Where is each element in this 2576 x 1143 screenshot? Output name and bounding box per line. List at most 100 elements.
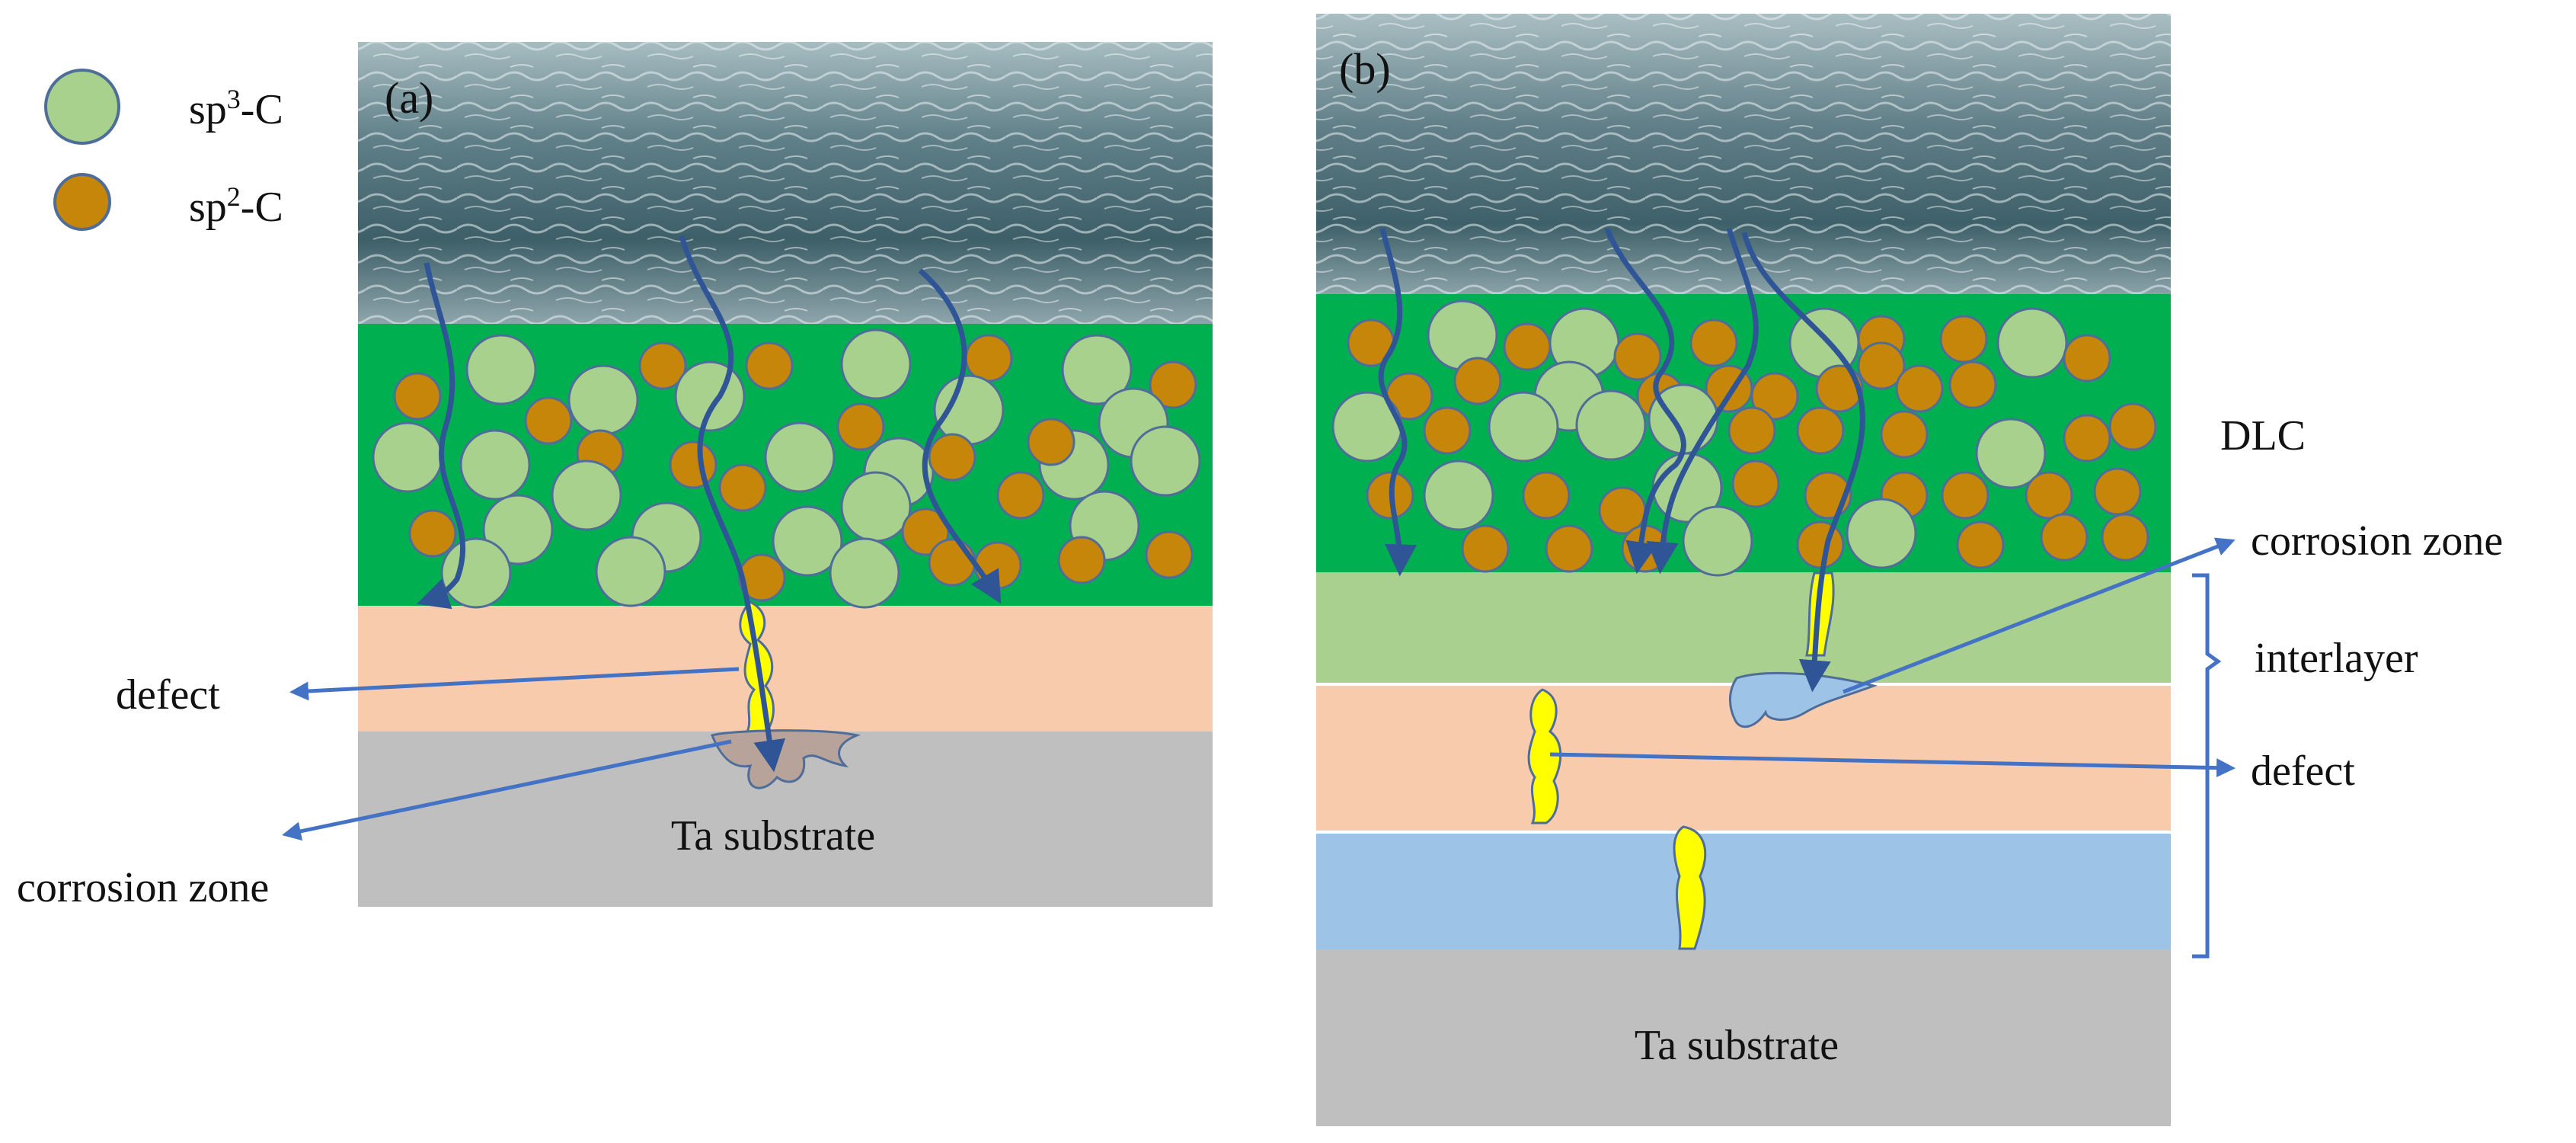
panel-a-corrosion-label: corrosion zone	[17, 864, 269, 911]
panel-a-sp3-particle	[372, 421, 443, 493]
panel-a-sp2-particle	[524, 396, 573, 445]
panel-b-sp2-particle	[1522, 471, 1571, 520]
panel-a-sp3-particle	[440, 537, 512, 609]
panel-a-sp2-particle	[737, 553, 786, 602]
panel-a-sp3-particle	[933, 374, 1005, 446]
panel-a-sp2-particle	[1149, 360, 1197, 409]
legend-sp3-marker	[44, 69, 120, 145]
panel-b-sp3-particle	[1682, 505, 1753, 577]
panel-b-sp2-particle	[1880, 410, 1929, 459]
panel-a-sp2-particle	[1027, 418, 1075, 466]
panel-a-substrate-label: Ta substrate	[671, 812, 875, 860]
panel-a-sp3-particle	[465, 334, 537, 405]
panel-a-sp2-particle	[973, 541, 1022, 590]
panel-a-sp3-particle	[459, 429, 531, 501]
panel-a-sp2-particle	[928, 538, 976, 587]
panel-a-penetration-arrow-3	[918, 268, 1002, 604]
panel-a-sp2-particle	[996, 471, 1045, 520]
panel-b-sp2-particle	[2025, 471, 2073, 520]
panel-a-sp3-particle	[1061, 334, 1133, 405]
panel-a-seawater-foam	[358, 42, 1213, 324]
panel-b-sp2-particle	[2108, 402, 2157, 451]
panel-a-sp3-particle	[482, 494, 554, 565]
panel-b-sp3-particle	[1575, 389, 1647, 461]
panel-b-interlayer-blue	[1316, 834, 2171, 949]
panel-a-sp2-particle	[1145, 530, 1194, 579]
panel-b-sp2-particle	[1750, 372, 1799, 421]
panel-a-sp3-particle	[1130, 425, 1201, 497]
legend-sp3-label: sp3-C	[189, 84, 283, 133]
panel-b-sp2-particle	[1689, 319, 1738, 367]
panel-a-sp2-particle	[408, 509, 457, 558]
panel-b-sp2-particle	[1461, 524, 1510, 573]
panel-a-sp3-particle	[764, 421, 836, 493]
panel-a-sp2-particle	[393, 372, 442, 421]
panel-b-sp2-particle	[1613, 332, 1662, 381]
panel-a-defect-leader	[289, 667, 740, 701]
panel-b-substrate-label: Ta substrate	[1635, 1022, 1839, 1069]
panel-b-interlayer-bracket	[2192, 573, 2222, 959]
panel-b-sp2-particle	[1857, 341, 1906, 390]
panel-b-penetration-arrow-4	[1741, 232, 1865, 693]
panel-b-sp2-particle	[1815, 364, 1864, 413]
panel-b-sp2-particle	[1503, 322, 1552, 371]
panel-a-sp3-particle	[829, 537, 900, 609]
panel-a-defect-layer	[358, 606, 1213, 732]
panel-b-substrate	[1316, 949, 2171, 1126]
panel-a-corrosion-leader	[282, 739, 732, 841]
panel-a-sp2-particle	[745, 341, 794, 390]
panel-b-sp2-particle	[1731, 459, 1780, 508]
panel-a-label: (a)	[385, 73, 433, 123]
panel-b-penetration-arrow-1	[1378, 228, 1417, 577]
panel-b-sp2-particle	[1545, 524, 1593, 573]
panel-a-sp3-particle	[772, 505, 843, 577]
panel-b-interlayer-green	[1316, 572, 2171, 683]
panel-a-sp2-particle	[836, 402, 885, 451]
panel-b-defect-blue	[1673, 825, 1707, 950]
panel-b-sp2-particle	[1796, 406, 1845, 455]
panel-b-penetration-arrow-2	[1604, 227, 1686, 575]
panel-a-sp2-particle	[964, 334, 1013, 383]
panel-b-sp2-particle	[2093, 467, 2142, 516]
panel-b-sp2-particle	[2040, 513, 2089, 562]
panel-a-sp2-particle	[901, 507, 950, 556]
panel-b-dlc-label: DLC	[2220, 412, 2306, 459]
panel-b-sp2-particle	[1453, 357, 1502, 405]
panel-b-interlayer-label: interlayer	[2255, 635, 2418, 682]
panel-b: (b) DLC corrosion zone interlayer defect…	[1316, 14, 2503, 1126]
panel-b-sp3-particle	[1423, 459, 1494, 531]
panel-a-sp3-particle	[840, 471, 912, 543]
panel-b-sp2-particle	[2063, 334, 2111, 383]
panel-a-sp3-particle	[840, 328, 912, 400]
legend-sp2-marker	[53, 173, 111, 231]
panel-b-sp2-particle	[2063, 414, 2111, 463]
panel-b-sp2-particle	[1727, 406, 1776, 455]
legend: sp3-C sp2-C	[44, 69, 283, 231]
panel-b-defect-leader	[1549, 752, 2236, 778]
legend-sp2-label: sp2-C	[189, 181, 283, 231]
panel-a-penetration-arrow-1	[417, 262, 466, 610]
panel-a-sp3-particle	[551, 459, 622, 531]
panel-b-sp2-particle	[1796, 520, 1845, 569]
panel-b-sp2-particle	[2101, 513, 2149, 562]
panel-a-particles	[372, 328, 1201, 609]
panel-b-seawater-foam	[1316, 14, 2171, 294]
panel-b-defect-label: defect	[2251, 748, 2355, 795]
panel-a-sp2-particle	[928, 433, 976, 482]
panel-b-defect-pink	[1527, 688, 1562, 824]
panel-b-sp2-particle	[1948, 360, 1997, 409]
panel-b-penetration-arrow-3	[1646, 227, 1759, 575]
panel-b-sp3-particle	[1996, 307, 2068, 379]
panel-a-sp2-particle	[638, 341, 687, 390]
panel-b-particles	[1331, 299, 2157, 577]
panel-a: (a) defect corrosion zone Ta substrate	[17, 42, 1213, 911]
panel-a-sp2-particle	[669, 440, 718, 489]
panel-a-defect-label: defect	[116, 671, 220, 719]
panel-b-sp2-particle	[1941, 471, 1990, 520]
panel-a-sp2-particle	[718, 463, 767, 512]
panel-b-sp2-particle	[1423, 406, 1472, 455]
panel-b-sp2-particle	[1939, 315, 1988, 363]
panel-b-sp3-particle	[1488, 391, 1559, 463]
panel-b-corrosion-label: corrosion zone	[2251, 517, 2503, 565]
panel-b-sp3-particle	[1846, 498, 1917, 569]
